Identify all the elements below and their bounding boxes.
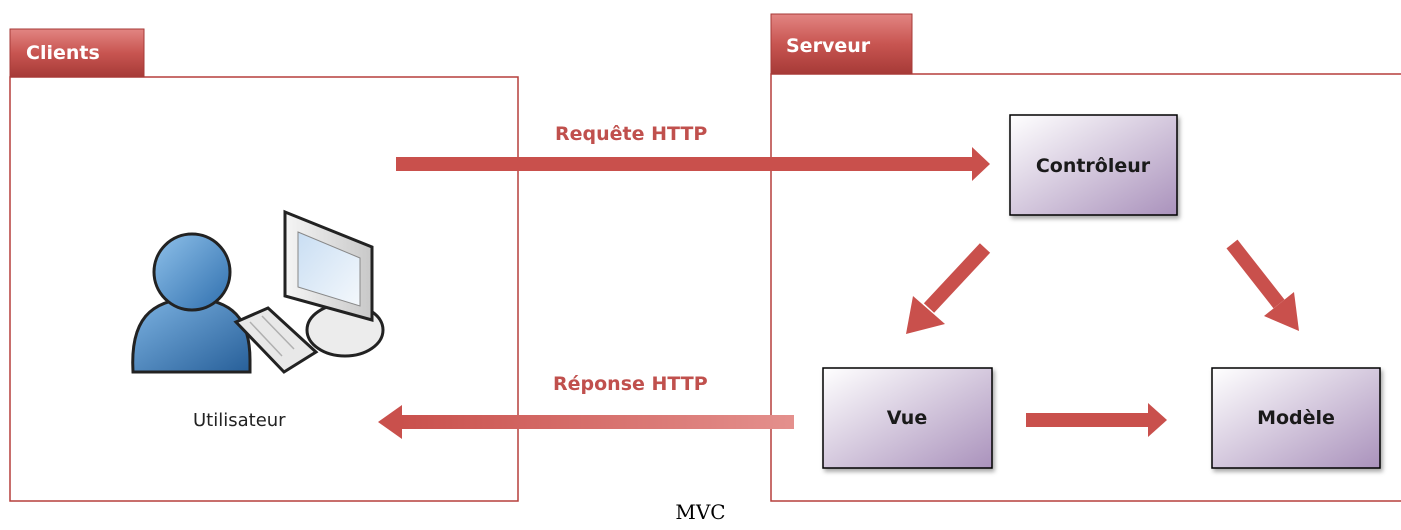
diagram-caption: MVC [675, 500, 726, 524]
controller-label: Contrôleur [1036, 155, 1151, 177]
request-arrow [396, 147, 990, 181]
user-label: Utilisateur [193, 410, 286, 431]
clients-panel-frame [9, 76, 519, 502]
model-label: Modèle [1257, 407, 1335, 429]
clients-panel: Clients [9, 28, 519, 502]
clients-tab-label: Clients [26, 42, 100, 64]
controller-box [1009, 114, 1178, 216]
response-label: Réponse HTTP [553, 373, 708, 395]
view-to-model-arrow [1026, 403, 1167, 437]
controller-to-model-arrow [1226, 239, 1299, 331]
view-box [822, 367, 993, 469]
computer-icon [233, 209, 385, 374]
view-label: Vue [887, 407, 927, 429]
server-tab-label: Serveur [786, 35, 871, 57]
request-label: Requête HTTP [555, 123, 707, 145]
model-box [1211, 367, 1381, 469]
user-icon [131, 232, 252, 374]
clients-tab [9, 28, 145, 78]
server-tab [770, 13, 913, 75]
response-arrow [378, 405, 794, 439]
controller-to-view-arrow [906, 243, 991, 334]
